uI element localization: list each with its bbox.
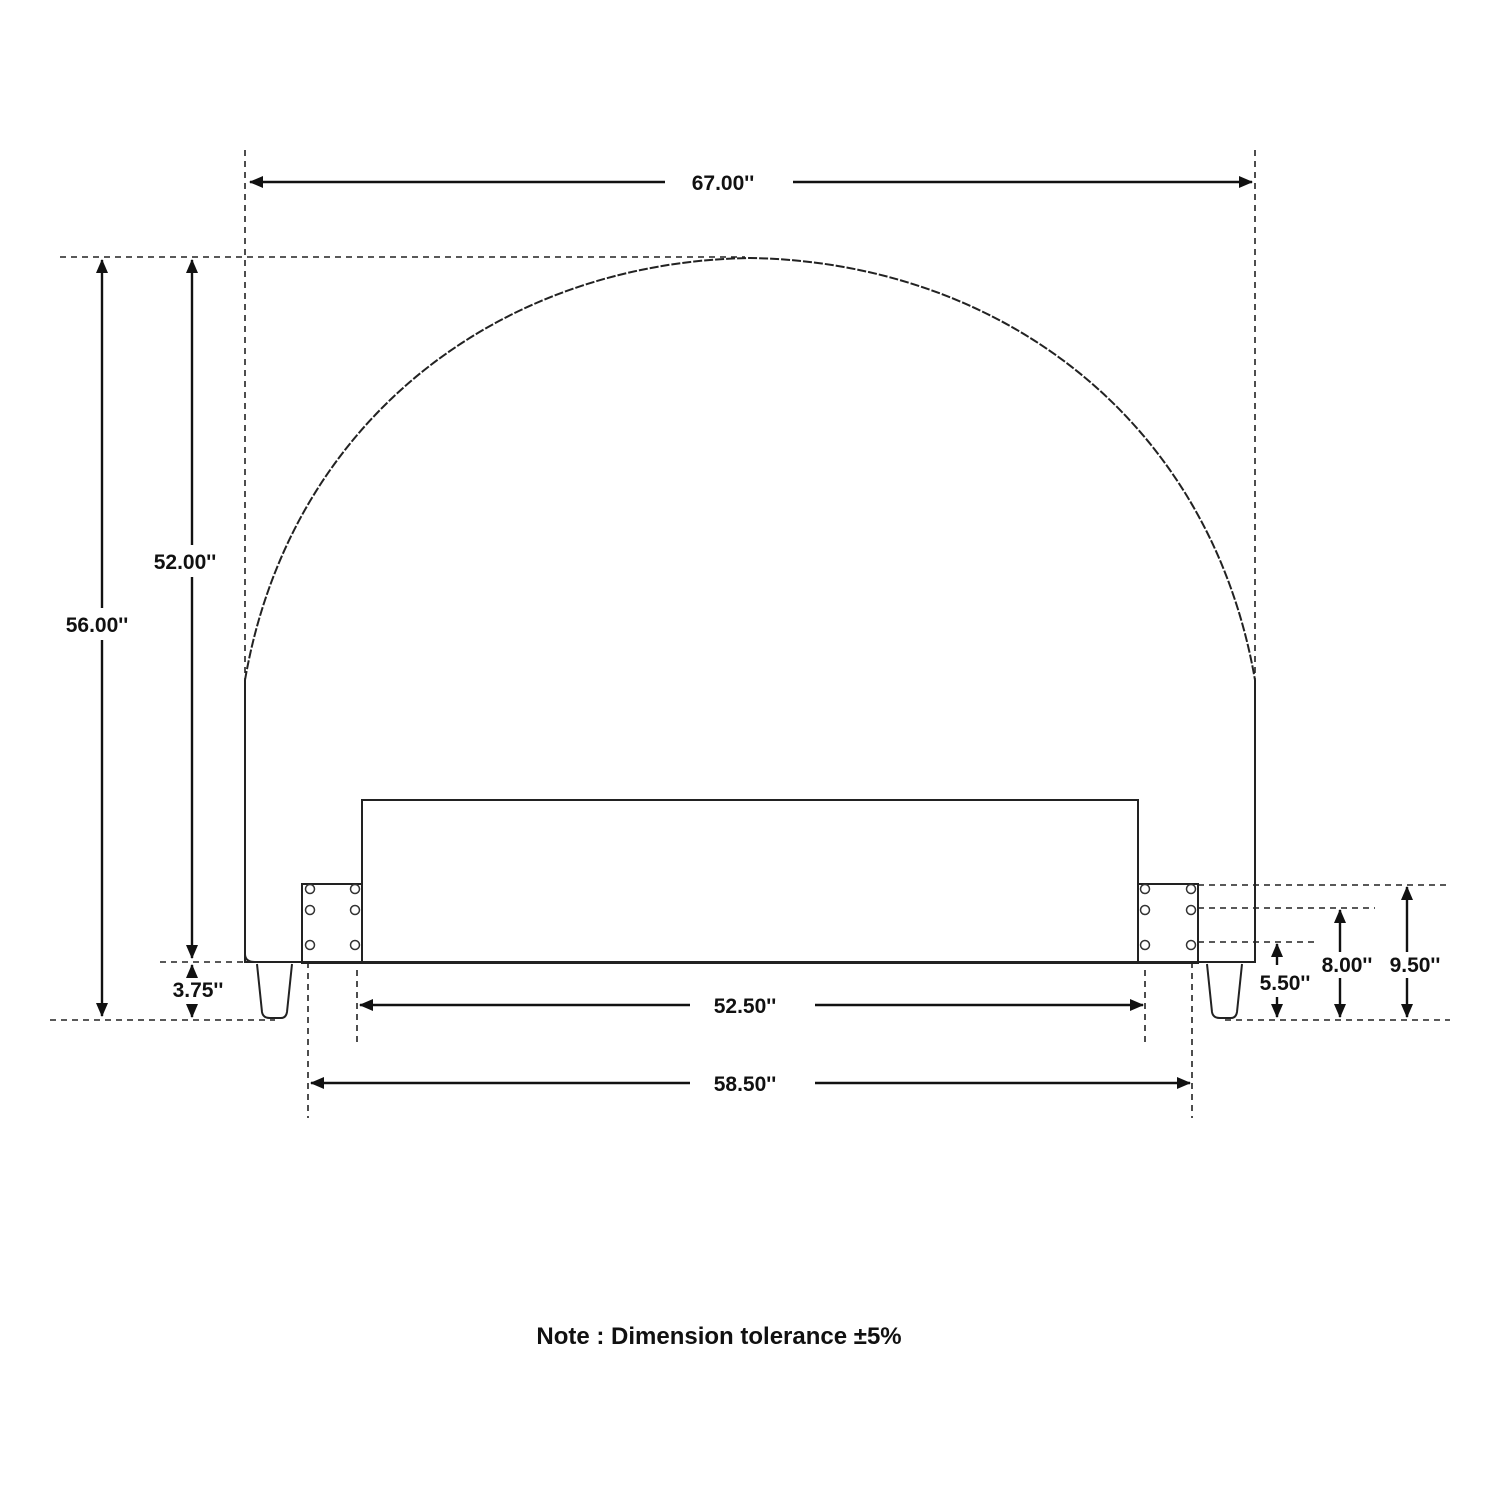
label-bg: [1312, 952, 1380, 978]
bolt-icon: [1139, 904, 1151, 916]
bolt-icon: [304, 883, 316, 895]
bolt-icon: [1185, 939, 1197, 951]
left-rail-bracket: [301, 883, 363, 964]
dim-headboard-height: 52.00'': [154, 551, 217, 574]
bolt-icon: [1139, 939, 1151, 951]
bolt-icon: [304, 904, 316, 916]
label-bg: [160, 978, 240, 1004]
dim-rail-width: 58.50'': [714, 1073, 777, 1096]
bolt-icon: [1185, 883, 1197, 895]
bolt-icon: [1185, 904, 1197, 916]
bolt-icon: [349, 883, 361, 895]
dim-overall-width: 67.00'': [692, 172, 755, 195]
label-bg: [142, 545, 242, 577]
label-bg: [670, 165, 788, 197]
headboard: [244, 256, 1256, 963]
dimension-lines: [96, 176, 1413, 1089]
label-bg: [1250, 968, 1318, 996]
dim-rail-height-mid: 8.00'': [1322, 954, 1373, 977]
dim-inner-width: 52.50'': [714, 995, 777, 1018]
dim-rail-height-high: 9.50'': [1390, 954, 1441, 977]
dim-leg-height: 3.75'': [173, 979, 224, 1002]
bolt-icon: [304, 939, 316, 951]
dim-rail-height-low: 5.50'': [1260, 972, 1311, 995]
bolt-icon: [1139, 883, 1151, 895]
inner-panel: [361, 799, 1139, 964]
bolt-icon: [349, 939, 361, 951]
right-rail-bracket: [1137, 883, 1199, 964]
tolerance-note: Note : Dimension tolerance ±5%: [536, 1323, 901, 1350]
left-leg: [256, 963, 293, 1019]
label-bg: [1382, 952, 1450, 978]
right-leg: [1206, 963, 1243, 1019]
extension-lines: [50, 150, 1450, 1118]
dim-overall-height: 56.00'': [66, 614, 129, 637]
bolt-icon: [349, 904, 361, 916]
label-bg: [52, 608, 152, 640]
